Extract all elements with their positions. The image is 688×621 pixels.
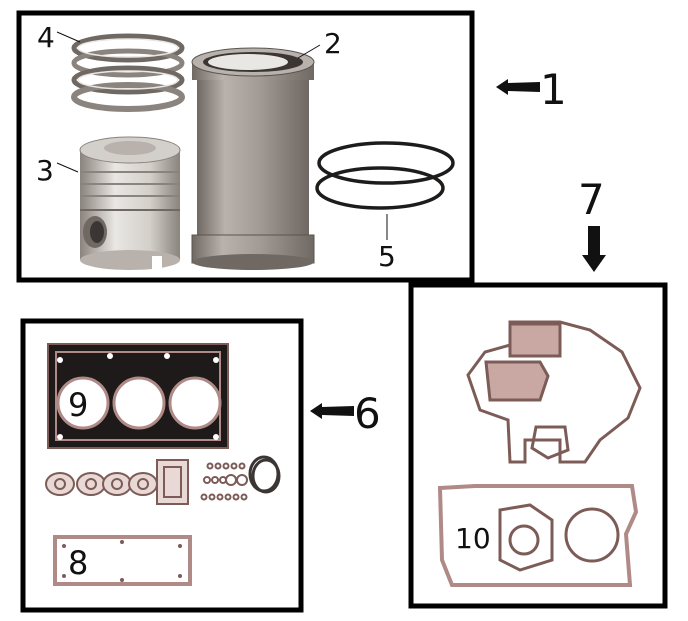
leader-lines xyxy=(56,31,388,240)
arrow-left-icon xyxy=(496,79,540,95)
piston xyxy=(79,136,181,270)
label-cylinder-liner: 2 xyxy=(324,27,342,60)
label-head-gasket: 9 xyxy=(68,386,88,424)
arrow-left-icon xyxy=(310,403,354,419)
timing-cover-gasket xyxy=(466,320,642,464)
liner-seals xyxy=(315,141,455,210)
head-gasket xyxy=(47,343,229,449)
label-sump-gasket: 10 xyxy=(455,522,491,555)
rocker-cover-gasket xyxy=(53,535,192,586)
label-top-gasket-set: 6 xyxy=(354,389,381,438)
label-rocker-cover-gasket: 8 xyxy=(68,544,88,582)
label-liner-kit: 1 xyxy=(540,65,567,114)
label-liner-seals: 5 xyxy=(378,240,396,273)
cylinder-liner xyxy=(191,47,315,270)
small-gaskets xyxy=(45,455,281,505)
label-bottom-gasket-set: 7 xyxy=(578,175,605,224)
sump-gasket xyxy=(437,484,639,587)
piston-rings xyxy=(71,33,185,112)
label-piston-rings: 4 xyxy=(37,21,55,54)
label-piston: 3 xyxy=(36,154,54,187)
arrow-down-icon xyxy=(582,226,606,272)
